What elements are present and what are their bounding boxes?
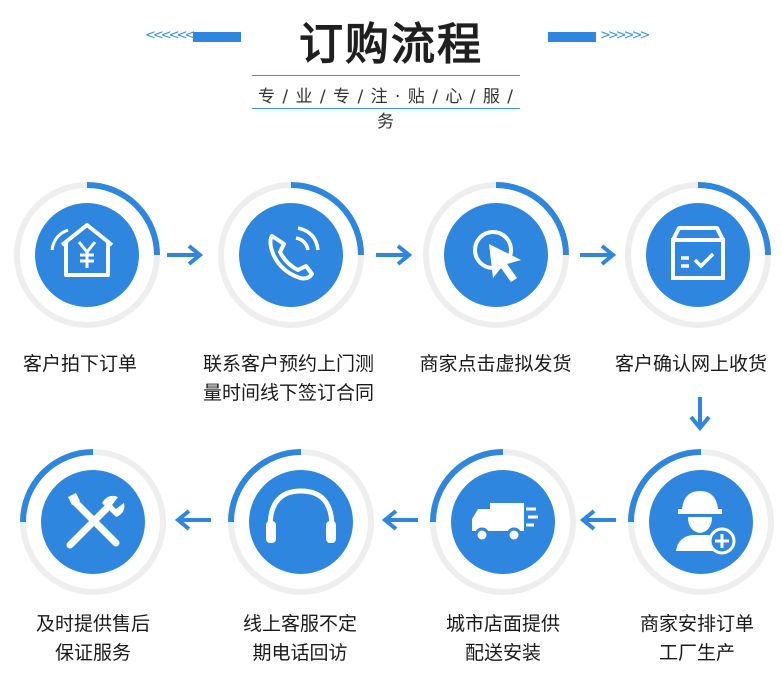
step-1-label: 客户拍下订单 — [22, 353, 137, 375]
phone-icon — [268, 226, 320, 281]
step-6-label: 城市店面提供 配送安装 — [445, 613, 560, 664]
step-1 — [12, 180, 162, 330]
house-yen-icon — [50, 223, 114, 277]
arrow-left-icon — [174, 509, 211, 531]
page-title: 订购流程 — [299, 19, 483, 70]
step-2-label: 联系客户预约上门测 量时间线下签订合同 — [202, 353, 374, 404]
step-6 — [428, 447, 578, 597]
box-check-icon — [671, 226, 725, 280]
worker-icon — [676, 491, 736, 555]
arrow-down-icon — [689, 397, 711, 432]
arrow-right-icon — [376, 244, 413, 266]
step-4-label: 客户确认网上收货 — [614, 353, 767, 375]
arrow-right-icon — [167, 244, 204, 266]
arrow-left-icon — [381, 509, 418, 531]
step-7-label: 线上客服不定 期电话回访 — [242, 613, 357, 664]
subtitle: 专 / 业 / 专 / 注 · 贴 / 心 / 服 / 务 — [257, 87, 515, 132]
tools-icon — [66, 493, 125, 549]
step-8-label: 及时提供售后 保证服务 — [35, 613, 150, 664]
subtitle-frame: 专 / 业 / 专 / 注 · 贴 / 心 / 服 / 务 — [252, 75, 520, 132]
step-3-label: 商家点击虚拟发货 — [419, 353, 572, 375]
headset-icon — [266, 488, 336, 543]
cursor-click-icon — [473, 230, 521, 282]
step-5 — [626, 447, 776, 597]
step-7 — [226, 447, 376, 597]
arrow-right-icon — [580, 244, 617, 266]
step-5-label: 商家安排订单 工厂生产 — [639, 613, 754, 664]
step-3 — [421, 180, 571, 330]
truck-icon — [472, 503, 538, 543]
step-2 — [216, 180, 366, 330]
arrow-left-icon — [579, 509, 616, 531]
step-4 — [623, 180, 773, 330]
step-8 — [18, 447, 168, 597]
